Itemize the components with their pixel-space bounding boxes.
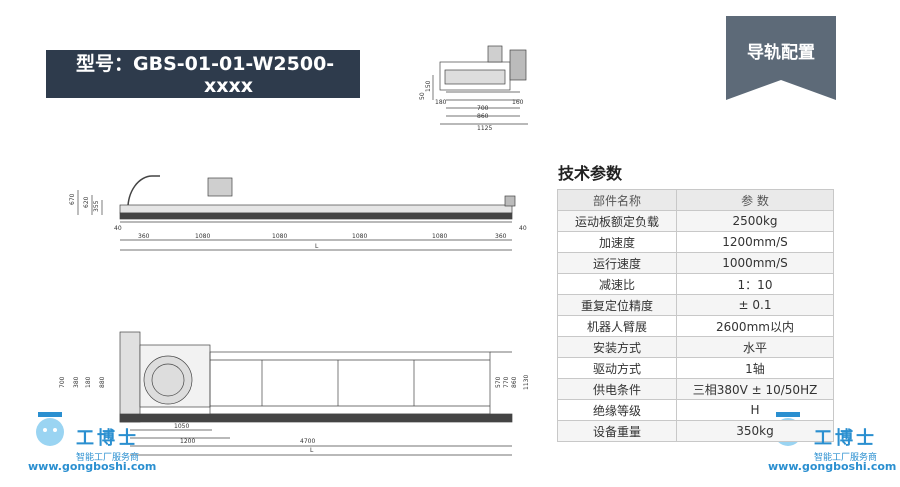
end-dim-860: 860: [477, 113, 489, 120]
model-line-1: 型号：GBS-01-01-W2500-: [76, 53, 335, 75]
side-dim-355: 355: [93, 200, 100, 212]
side-view-drawing: [77, 175, 516, 251]
top-view-drawing: [119, 331, 513, 456]
side-dim-360-right: 360: [495, 233, 507, 240]
spec-value-cell: 2600mm以内: [676, 315, 834, 337]
spec-title: 技术参数: [558, 164, 623, 183]
top-dim-770: 770: [503, 376, 510, 388]
side-dim-40-left: 40: [114, 225, 122, 232]
watermark-right-name: 工博士: [814, 428, 877, 449]
spec-row: 供电条件三相380V ± 10/50HZ: [557, 378, 834, 400]
side-dim-620: 620: [83, 196, 90, 208]
end-dim-180: 180: [435, 99, 447, 106]
side-dim-1080-2: 1080: [272, 233, 287, 240]
spec-row: 安装方式水平: [557, 336, 834, 358]
top-dim-180: 180: [85, 376, 92, 388]
spec-name-cell: 供电条件: [557, 378, 677, 400]
side-dim-L: L: [315, 243, 319, 250]
spec-value-cell: 水平: [676, 336, 834, 358]
top-dim-380: 380: [73, 376, 80, 388]
watermark-mascot-left: [36, 412, 64, 446]
spec-row: 重复定位精度± 0.1: [557, 294, 834, 316]
top-dim-4700: 4700: [300, 438, 315, 445]
spec-name-cell: 安装方式: [557, 336, 677, 358]
top-dim-700: 700: [59, 376, 66, 388]
watermark-right-sub: 智能工厂服务商: [814, 453, 878, 463]
section-tag: 导轨配置: [747, 43, 815, 63]
watermark-right: 工博士 智能工厂服务商: [814, 424, 877, 463]
spec-name-cell: 加速度: [557, 231, 677, 253]
spec-name-cell: 机器人臂展: [557, 315, 677, 337]
top-dim-1200: 1200: [180, 438, 195, 445]
spec-header-row: 部件名称参 数: [557, 189, 834, 211]
watermark-right-url: www.gongboshi.com: [768, 460, 897, 473]
watermark-left-url: www.gongboshi.com: [28, 460, 157, 473]
top-dim-860: 860: [511, 376, 518, 388]
top-dim-570: 570: [495, 376, 502, 388]
watermark-left: 工博士 智能工厂服务商: [76, 424, 139, 463]
watermark-left-name: 工博士: [76, 428, 139, 449]
side-dim-670: 670: [69, 193, 76, 205]
spec-name-cell: 运行速度: [557, 252, 677, 274]
end-dim-1125: 1125: [477, 125, 492, 132]
spec-name-cell: 运动板额定负载: [557, 210, 677, 232]
section-tag-shape: [726, 16, 836, 100]
spec-value-cell: 2500kg: [676, 210, 834, 232]
spec-name-cell: 减速比: [557, 273, 677, 295]
end-dim-50: 50: [419, 92, 426, 100]
end-dim-150: 150: [425, 80, 432, 92]
spec-name-cell: 设备重量: [557, 420, 677, 442]
spec-value-cell: 1轴: [676, 357, 834, 379]
top-dim-L: L: [310, 447, 314, 454]
top-dim-1130: 1130: [523, 375, 530, 390]
spec-value-cell: 三相380V ± 10/50HZ: [676, 378, 834, 400]
model-banner: 型号：GBS-01-01-W2500- xxxx: [46, 50, 360, 98]
watermark-left-sub: 智能工厂服务商: [76, 453, 140, 463]
end-dim-700: 700: [477, 105, 489, 112]
top-dim-880: 880: [99, 376, 106, 388]
side-dim-40-right: 40: [519, 225, 527, 232]
spec-value-cell: 350kg: [676, 420, 834, 442]
side-dim-1080-1: 1080: [195, 233, 210, 240]
spec-name-cell: 驱动方式: [557, 357, 677, 379]
spec-value-cell: 1000mm/S: [676, 252, 834, 274]
side-dim-1080-3: 1080: [352, 233, 367, 240]
spec-name-cell: 绝缘等级: [557, 399, 677, 421]
spec-value-cell: 1：10: [676, 273, 834, 295]
spec-name-cell: 部件名称: [557, 189, 677, 211]
spec-value-cell: 1200mm/S: [676, 231, 834, 253]
spec-value-cell: ± 0.1: [676, 294, 834, 316]
model-line-2: xxxx: [204, 75, 254, 97]
end-view-drawing: [432, 45, 528, 125]
top-dim-1050: 1050: [174, 423, 189, 430]
spec-value-cell: 参 数: [676, 189, 834, 211]
side-dim-1080-4: 1080: [432, 233, 447, 240]
spec-name-cell: 重复定位精度: [557, 294, 677, 316]
end-dim-160: 160: [512, 99, 524, 106]
spec-value-cell: H: [676, 399, 834, 421]
side-dim-360-left: 360: [138, 233, 150, 240]
